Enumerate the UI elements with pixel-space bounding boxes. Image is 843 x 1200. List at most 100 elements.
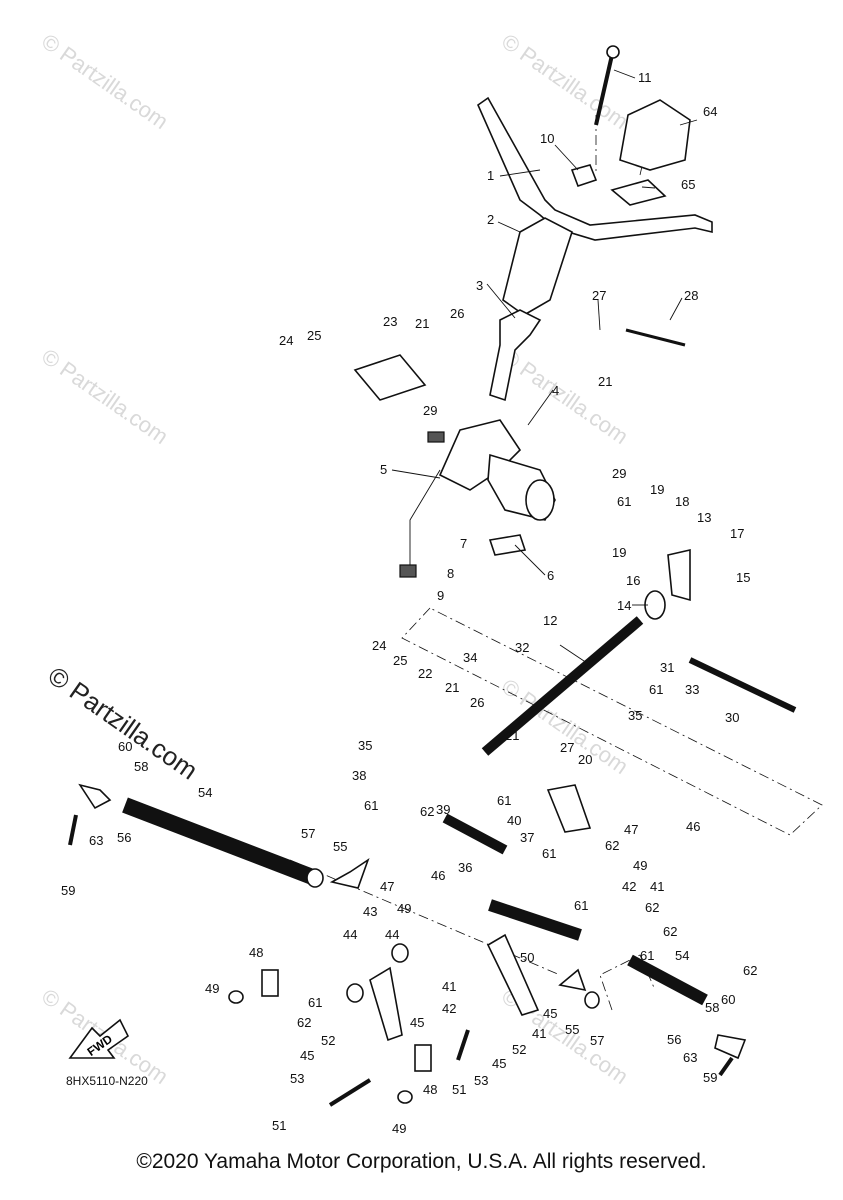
callout: 21: [415, 316, 429, 331]
callout: 10: [540, 131, 554, 146]
forward-arrow-icon: FWD: [68, 1018, 130, 1059]
callout: 49: [397, 901, 411, 916]
callout: 46: [431, 868, 445, 883]
callout: 27: [560, 740, 574, 755]
tie-rod-right: [627, 954, 708, 1006]
pitman-arm-left: [369, 966, 403, 1042]
callout: 24: [372, 638, 386, 653]
callout: 34: [463, 650, 477, 665]
link-rod-28: [625, 328, 686, 347]
callout: 21: [445, 680, 459, 695]
bolt-11: [594, 54, 614, 126]
callout: 42: [442, 1001, 456, 1016]
handlebar-clamp: [570, 164, 598, 188]
callout: 54: [675, 948, 689, 963]
collar-48-left: [261, 969, 279, 997]
callout: 17: [730, 526, 744, 541]
callout: 31: [660, 660, 674, 675]
callout: 2: [487, 212, 494, 227]
callout: 59: [61, 883, 75, 898]
callout: 56: [667, 1032, 681, 1047]
callout: 4: [552, 383, 559, 398]
tie-rod-30: [688, 657, 797, 713]
callout: 19: [612, 545, 626, 560]
callout: 64: [703, 104, 717, 119]
callout: 7: [460, 536, 467, 551]
callout: 53: [474, 1073, 488, 1088]
callout: 23: [383, 314, 397, 329]
callout: 18: [675, 494, 689, 509]
callout: 13: [697, 510, 711, 525]
callout: 1: [487, 168, 494, 183]
callout: 42: [622, 879, 636, 894]
callout: 41: [650, 879, 664, 894]
tie-rod-end-right: [714, 1034, 747, 1060]
leader-lines: [391, 69, 698, 666]
callout: 61: [542, 846, 556, 861]
callout: 63: [89, 833, 103, 848]
callout: 28: [684, 288, 698, 303]
ball-joint-55: [329, 857, 370, 889]
callout: 38: [352, 768, 366, 783]
callout: 46: [686, 819, 700, 834]
callout: 26: [470, 695, 484, 710]
callout: 45: [543, 1006, 557, 1021]
callout: 43: [363, 904, 377, 919]
callout: 61: [640, 948, 654, 963]
callout: 40: [507, 813, 521, 828]
handlebar: [477, 96, 713, 241]
callout: 30: [725, 710, 739, 725]
callout: 33: [685, 682, 699, 697]
callout: 26: [450, 306, 464, 321]
callout: 51: [272, 1118, 286, 1133]
center-link: [488, 899, 582, 941]
callout: 62: [605, 838, 619, 853]
callout: 41: [442, 979, 456, 994]
callout: 49: [633, 858, 647, 873]
callout: 59: [703, 1070, 717, 1085]
callout: 50: [520, 950, 534, 965]
callout: 62: [420, 804, 434, 819]
callout: 61: [497, 793, 511, 808]
callout: 53: [290, 1071, 304, 1086]
callout-numbers: 1 2 3 4 5 6 7 8 9 10 11 12 13 14 15 16 1…: [61, 70, 757, 1136]
bushing-44b: [391, 943, 409, 963]
callout: 37: [520, 830, 534, 845]
callout: 54: [198, 785, 212, 800]
steering-shaft-edge: [484, 619, 641, 753]
callout: 61: [617, 494, 631, 509]
callout: 25: [393, 653, 407, 668]
washer-49b: [397, 1090, 413, 1104]
callout: 48: [423, 1082, 437, 1097]
callout: 52: [512, 1042, 526, 1057]
relay-rod-36: [442, 813, 508, 855]
callout: 39: [436, 802, 450, 817]
tie-rod-left: [122, 797, 318, 886]
callout: 58: [134, 759, 148, 774]
collar-57b: [584, 991, 600, 1009]
watermark: © Partzilla.com: [37, 29, 173, 135]
ball-joint-55b: [558, 968, 587, 992]
callout: 11: [638, 70, 652, 85]
callout: 14: [617, 598, 631, 613]
diagram-reference-code: 8HX5110-N220: [66, 1074, 148, 1088]
callout: 15: [736, 570, 750, 585]
callout: 52: [321, 1033, 335, 1048]
pitman-arm-right: [486, 933, 540, 1016]
bolt-51-right: [456, 1029, 470, 1061]
callout: 65: [681, 177, 695, 192]
watermark-group: © Partzilla.com © Partzilla.com © Partzi…: [37, 29, 633, 1090]
callout: 5: [380, 462, 387, 477]
callout: 56: [117, 830, 131, 845]
callout: 32: [515, 640, 529, 655]
callout: 41: [532, 1026, 546, 1041]
callout: 47: [624, 822, 638, 837]
callout: 24: [279, 333, 293, 348]
tie-rod-end-left: [78, 783, 112, 810]
handlebar-cover: [619, 99, 691, 171]
callout: 35: [628, 708, 642, 723]
power-steering-unit: [399, 419, 556, 578]
callout: 51: [452, 1082, 466, 1097]
callout: 62: [743, 963, 757, 978]
